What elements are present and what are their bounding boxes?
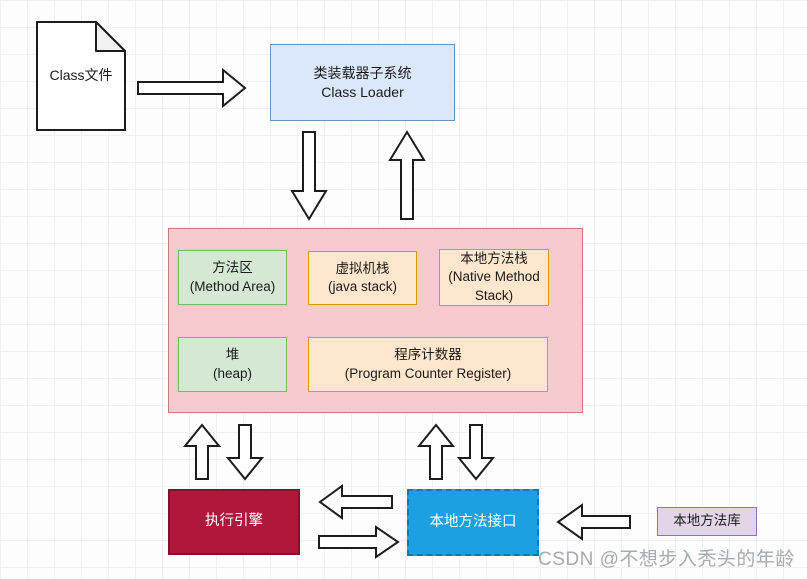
execution-engine-label: 执行引擎: [205, 513, 263, 530]
arrow-up-runtime-to-loader: [388, 130, 426, 220]
native-method-stack-title-en: (Native Method Stack): [448, 269, 540, 303]
native-method-library-node: 本地方法库: [657, 507, 757, 536]
program-counter-title-en: (Program Counter Register): [344, 365, 512, 381]
arrow-left-library-to-nmi: [556, 503, 632, 541]
class-file-label: Class文件: [49, 67, 113, 83]
native-method-interface-label: 本地方法接口: [429, 513, 517, 530]
java-stack-node: 虚拟机栈 (java stack): [308, 251, 417, 305]
native-method-stack-node: 本地方法栈 (Native Method Stack): [439, 249, 549, 306]
java-stack-title-zh: 虚拟机栈: [335, 260, 390, 276]
execution-engine-node: 执行引擎: [168, 489, 300, 555]
class-loader-title-zh: 类装载器子系统: [313, 64, 412, 81]
class-loader-title-en: Class Loader: [321, 83, 404, 100]
native-method-interface-node: 本地方法接口: [407, 489, 539, 556]
arrow-right-engine-to-nmi: [318, 525, 400, 559]
arrow-down-runtime-to-engine: [226, 423, 264, 481]
program-counter-node: 程序计数器 (Program Counter Register): [308, 337, 548, 392]
arrow-up-nmi-to-runtime: [417, 423, 455, 481]
method-area-node: 方法区 (Method Area): [178, 250, 287, 305]
heap-node: 堆 (heap): [178, 337, 287, 392]
heap-title-en: (heap): [212, 365, 253, 381]
class-file-node: Class文件: [36, 21, 126, 131]
arrow-down-loader-to-runtime: [290, 131, 328, 221]
java-stack-title-en: (java stack): [327, 279, 398, 294]
arrow-left-nmi-to-engine: [318, 484, 394, 520]
arrow-up-engine-to-runtime: [183, 423, 221, 481]
native-method-library-label: 本地方法库: [673, 513, 741, 529]
method-area-title-zh: 方法区: [212, 260, 253, 276]
document-icon: [36, 21, 126, 131]
arrow-right-file-to-loader: [137, 68, 247, 108]
arrow-down-runtime-to-nmi: [457, 423, 495, 481]
heap-title-zh: 堆: [225, 347, 240, 363]
csdn-watermark: CSDN @不想步入秃头的年龄: [538, 549, 795, 570]
class-loader-node: 类装载器子系统 Class Loader: [270, 44, 455, 121]
program-counter-title-zh: 程序计数器: [394, 347, 462, 363]
method-area-title-en: (Method Area): [189, 278, 276, 294]
native-method-stack-title-zh: 本地方法栈: [460, 251, 528, 267]
